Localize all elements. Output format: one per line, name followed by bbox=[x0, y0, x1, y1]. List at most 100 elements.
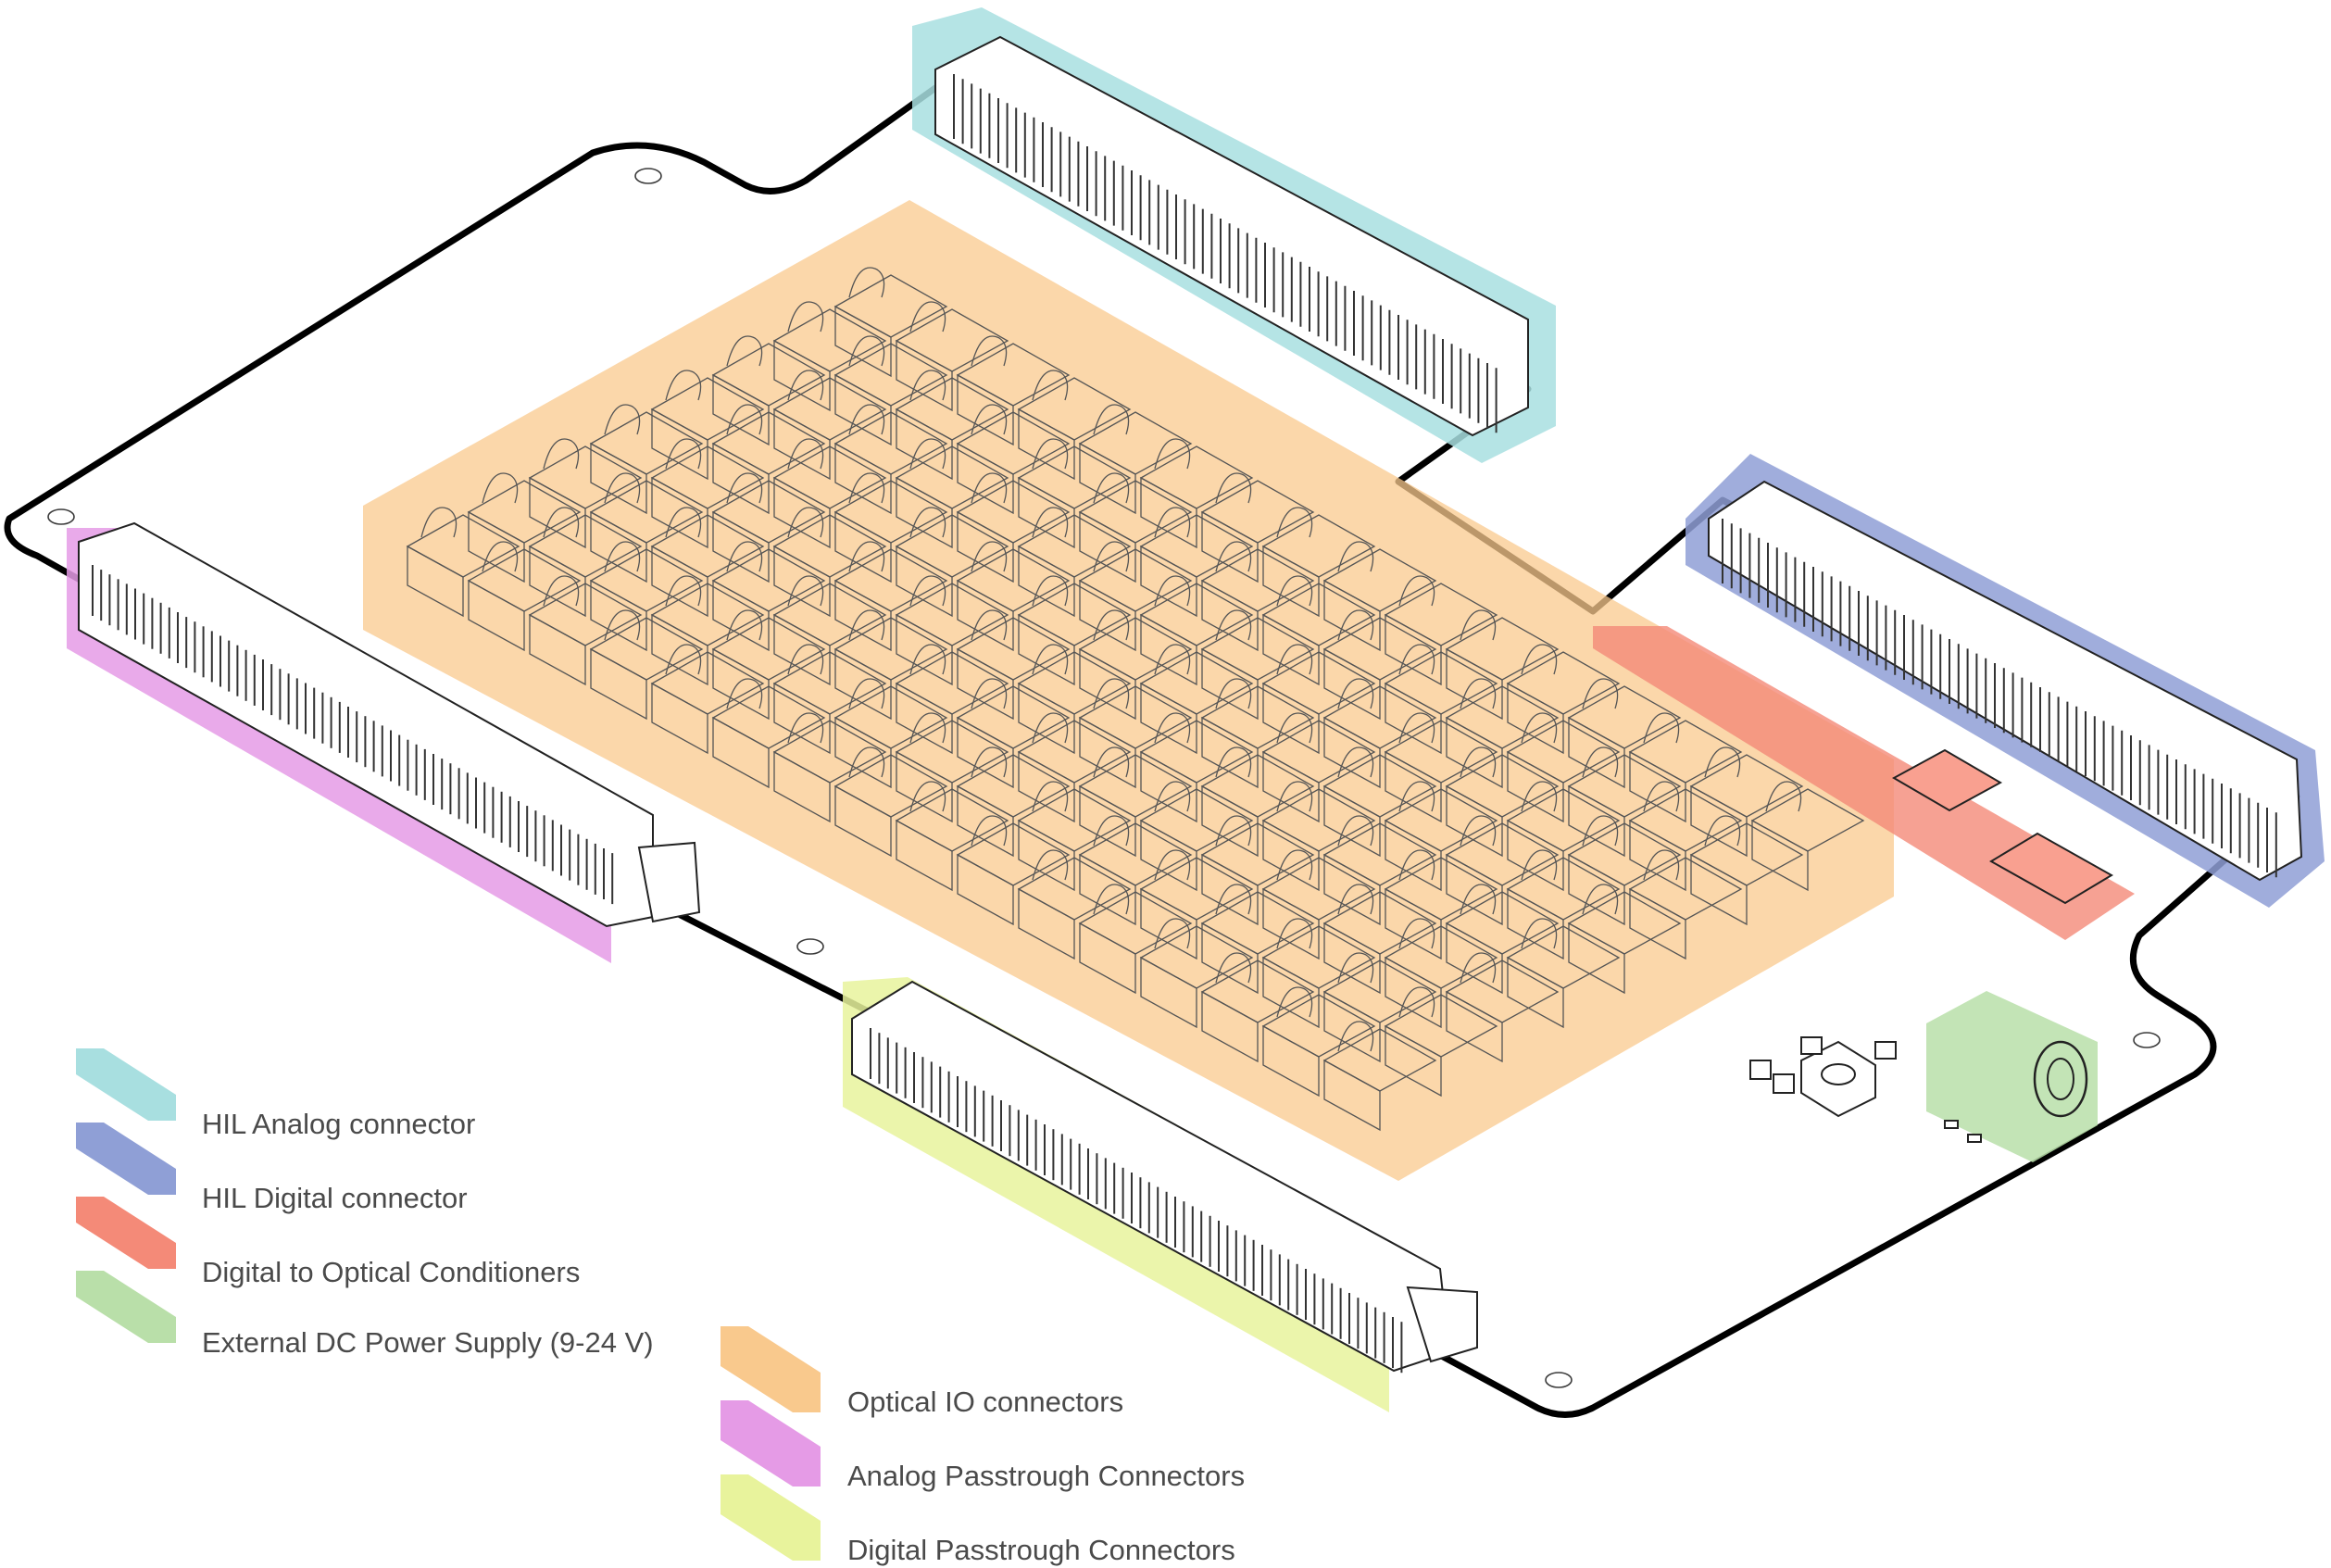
ic-chip bbox=[1891, 748, 2113, 905]
terminal-block bbox=[1628, 712, 1743, 823]
terminal-block bbox=[1017, 438, 1132, 549]
terminal-block bbox=[895, 301, 1009, 412]
legend-label: Digital to Optical Conditioners bbox=[202, 1256, 580, 1288]
terminal-block bbox=[956, 541, 1071, 652]
terminal-block bbox=[1322, 609, 1437, 721]
connector-pins bbox=[953, 74, 1498, 433]
legend: HIL Analog connector HIL Digital connect… bbox=[76, 1048, 1245, 1566]
terminal-block bbox=[895, 507, 1009, 618]
terminal-block bbox=[1139, 918, 1254, 1029]
terminal-block bbox=[1139, 781, 1254, 892]
legend-item-digital-passthrough: Digital Passtrough Connectors bbox=[721, 1474, 1235, 1566]
legend-item-hil-analog: HIL Analog connector bbox=[76, 1048, 475, 1140]
terminal-block bbox=[1567, 884, 1682, 995]
terminal-block bbox=[1017, 575, 1132, 686]
terminal-block bbox=[895, 438, 1009, 549]
terminal-block bbox=[1384, 849, 1498, 960]
terminal-block bbox=[711, 609, 826, 721]
terminal-block bbox=[1689, 746, 1804, 858]
terminal-block bbox=[1200, 884, 1315, 995]
terminal-block bbox=[1445, 884, 1560, 995]
terminal-block bbox=[1017, 644, 1132, 755]
terminal-block bbox=[1261, 918, 1376, 1029]
switch-component bbox=[1749, 1036, 1982, 1143]
terminal-block bbox=[650, 575, 765, 686]
terminal-block bbox=[1139, 644, 1254, 755]
terminal-block bbox=[1078, 884, 1193, 995]
terminal-block bbox=[956, 472, 1071, 583]
terminal-block bbox=[711, 335, 826, 446]
terminal-block bbox=[1200, 815, 1315, 926]
power-jack bbox=[2033, 1040, 2088, 1118]
terminal-block bbox=[956, 678, 1071, 789]
terminal-block bbox=[1261, 507, 1376, 618]
terminal-block bbox=[406, 507, 520, 618]
terminal-block bbox=[956, 746, 1071, 858]
legend-item-optical-io: Optical IO connectors bbox=[721, 1326, 1123, 1418]
terminal-block bbox=[1322, 746, 1437, 858]
legend-item-analog-passthrough: Analog Passtrough Connectors bbox=[721, 1400, 1245, 1492]
terminal-block bbox=[650, 370, 765, 481]
terminal-block bbox=[1384, 918, 1498, 1029]
terminal-block bbox=[1506, 849, 1621, 960]
terminal-block bbox=[1078, 746, 1193, 858]
legend-label: HIL Digital connector bbox=[202, 1182, 468, 1214]
terminal-block bbox=[1139, 575, 1254, 686]
terminal-block bbox=[467, 541, 582, 652]
terminal-block bbox=[1261, 712, 1376, 823]
legend-item-digital-to-optical: Digital to Optical Conditioners bbox=[76, 1197, 580, 1288]
connector-pins bbox=[1722, 519, 2277, 878]
legend-item-hil-digital: HIL Digital connector bbox=[76, 1123, 468, 1214]
terminal-block bbox=[1445, 609, 1560, 721]
terminal-block bbox=[1506, 644, 1621, 755]
legend-label: External DC Power Supply (9-24 V) bbox=[202, 1326, 654, 1359]
connector-pins bbox=[92, 565, 614, 905]
terminal-block bbox=[1139, 849, 1254, 960]
connector-pins bbox=[870, 1028, 1403, 1374]
terminal-block bbox=[1567, 678, 1682, 789]
terminal-block bbox=[1322, 815, 1437, 926]
terminal-block bbox=[1078, 609, 1193, 721]
terminal-block bbox=[1078, 404, 1193, 515]
terminal-block bbox=[895, 781, 1009, 892]
terminal-block bbox=[1384, 712, 1498, 823]
terminal-block bbox=[1750, 781, 1865, 892]
terminal-block bbox=[1445, 746, 1560, 858]
terminal-block bbox=[772, 575, 887, 686]
legend-label: Digital Passtrough Connectors bbox=[847, 1534, 1235, 1566]
terminal-block bbox=[833, 267, 948, 378]
terminal-block bbox=[528, 438, 643, 549]
terminal-block bbox=[1017, 781, 1132, 892]
terminal-block bbox=[711, 404, 826, 515]
legend-swatch bbox=[721, 1474, 821, 1561]
legend-label: Analog Passtrough Connectors bbox=[847, 1460, 1245, 1492]
terminal-block bbox=[833, 678, 948, 789]
terminal-block bbox=[1078, 472, 1193, 583]
terminal-block bbox=[1261, 986, 1376, 1098]
terminal-block bbox=[1017, 849, 1132, 960]
terminal-block bbox=[650, 438, 765, 549]
terminal-block bbox=[956, 404, 1071, 515]
terminal-block bbox=[956, 815, 1071, 926]
terminal-block bbox=[711, 541, 826, 652]
terminal-block bbox=[956, 335, 1071, 446]
terminal-block bbox=[1628, 849, 1743, 960]
terminal-block bbox=[650, 507, 765, 618]
terminal-block bbox=[1628, 781, 1743, 892]
terminal-block bbox=[589, 472, 704, 583]
terminal-block bbox=[1445, 815, 1560, 926]
legend-swatch bbox=[76, 1048, 176, 1121]
terminal-block bbox=[1139, 712, 1254, 823]
terminal-block bbox=[1689, 815, 1804, 926]
terminal-block bbox=[772, 370, 887, 481]
terminal-block bbox=[467, 472, 582, 583]
legend-swatch bbox=[721, 1326, 821, 1412]
terminal-block bbox=[1384, 986, 1498, 1098]
mounting-hole bbox=[47, 508, 75, 525]
terminal-block bbox=[1567, 815, 1682, 926]
terminal-block bbox=[1506, 918, 1621, 1029]
terminal-block bbox=[589, 609, 704, 721]
terminal-block bbox=[833, 472, 948, 583]
terminal-block bbox=[1445, 952, 1560, 1063]
terminal-block bbox=[1200, 609, 1315, 721]
